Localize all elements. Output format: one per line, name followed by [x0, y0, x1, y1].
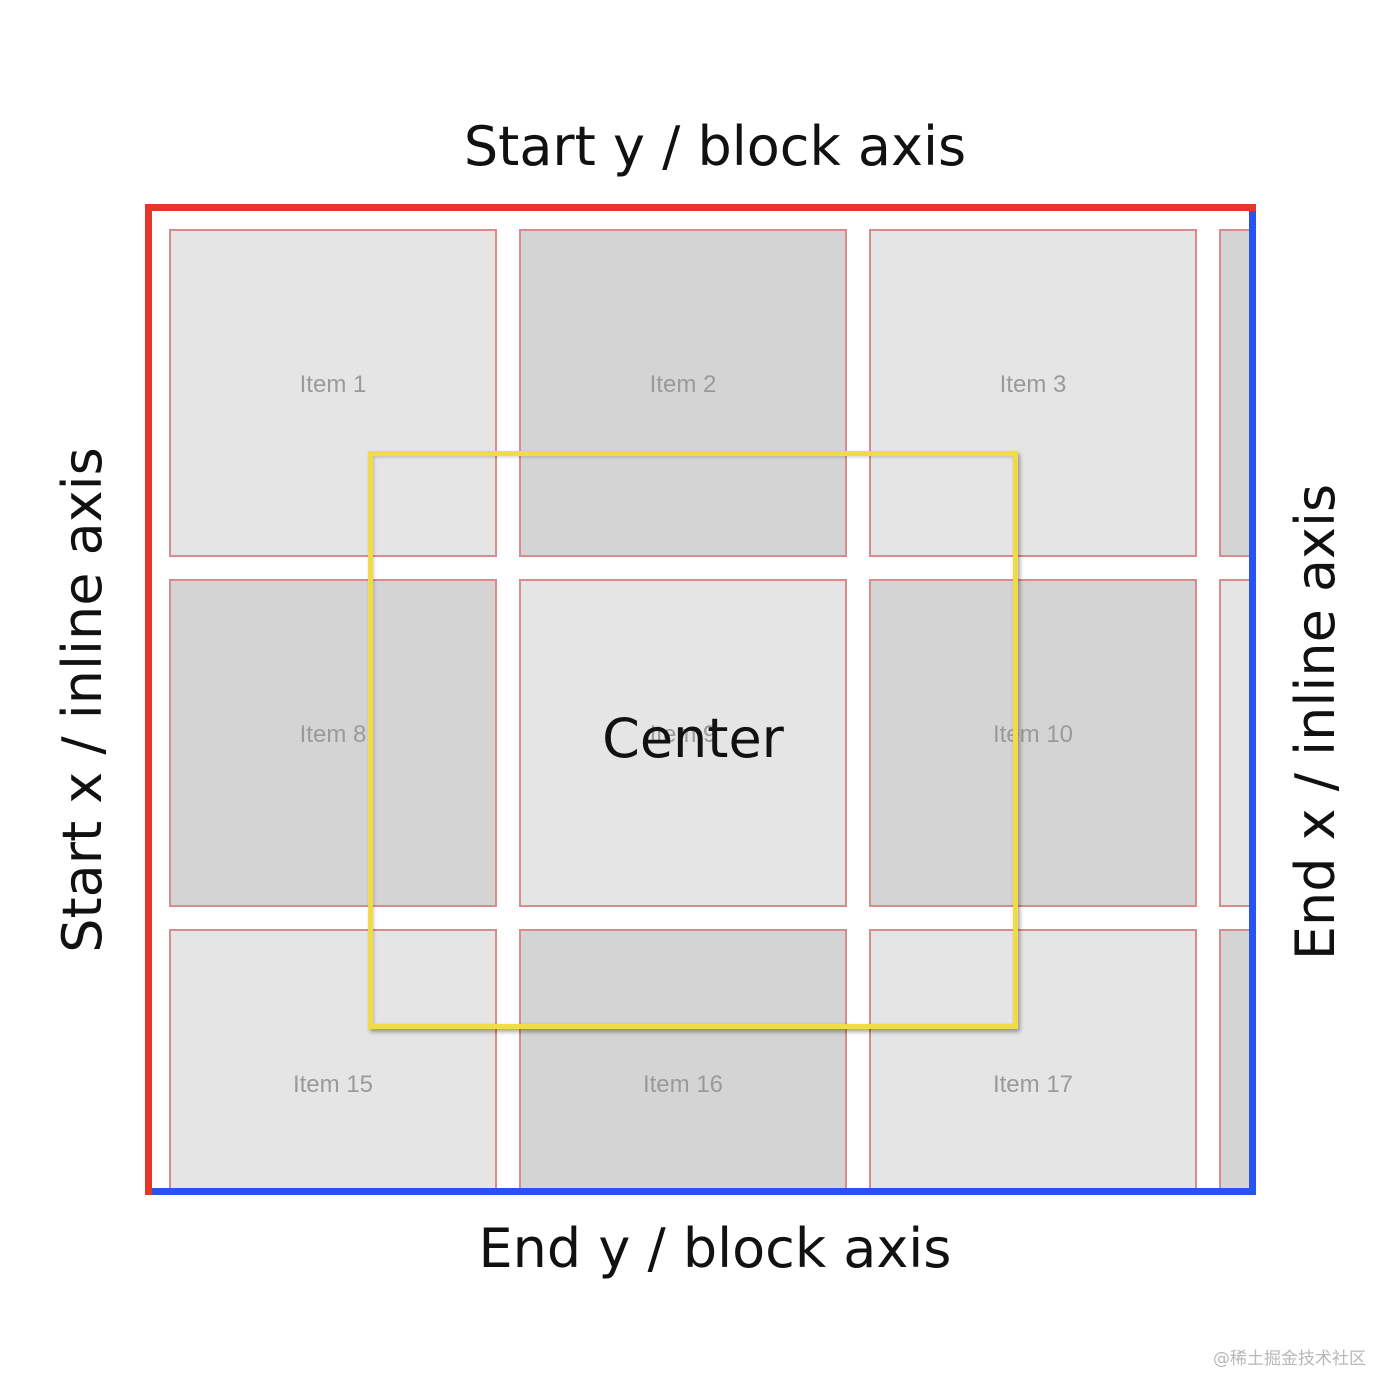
center-snap-area: [368, 451, 1018, 1029]
grid-item: [1219, 579, 1250, 907]
end-x-inline-axis-label: End x / inline axis: [1284, 483, 1347, 961]
grid-item: Item 15: [169, 929, 497, 1190]
start-x-inline-axis-label: Start x / inline axis: [51, 447, 114, 953]
grid-item-label: Item 2: [649, 371, 717, 398]
end-y-block-axis-label: End y / block axis: [478, 1217, 952, 1280]
grid-item: Item 10: [869, 579, 1197, 907]
grid-item: Item 3: [869, 229, 1197, 557]
grid-item-label: Item 8: [299, 721, 367, 748]
watermark: @稀土掘金技术社区: [1213, 1349, 1366, 1369]
center-label: Center: [602, 707, 784, 770]
grid-item-label: Item 10: [992, 721, 1074, 748]
start-y-block-axis-label: Start y / block axis: [463, 115, 967, 178]
grid-item: Item 17: [869, 929, 1197, 1190]
scroll-container: Item 1 Item 2 Item 3 Item 8 Item 9 Item 10 Ite…: [148, 208, 1250, 1190]
start-y-edge: [145, 204, 1256, 211]
grid-item-label: Item 15: [292, 1071, 374, 1098]
grid-item: Item 16: [519, 929, 847, 1190]
grid-item-label: Item 3: [999, 371, 1067, 398]
grid-item: Item 1: [169, 229, 497, 557]
grid-item: [1219, 229, 1250, 557]
end-x-edge: [1249, 211, 1256, 1195]
grid-item-label: Item 16: [642, 1071, 724, 1098]
grid-item-label: Item 9: [649, 721, 717, 748]
grid-item: Item 2: [519, 229, 847, 557]
grid-item: Item 8: [169, 579, 497, 907]
grid-item: [1219, 929, 1250, 1190]
grid-item: Item 9: [519, 579, 847, 907]
grid-item-label: Item 17: [992, 1071, 1074, 1098]
end-y-edge: [152, 1188, 1256, 1195]
grid-item-label: Item 1: [299, 371, 367, 398]
start-x-edge: [145, 204, 152, 1195]
